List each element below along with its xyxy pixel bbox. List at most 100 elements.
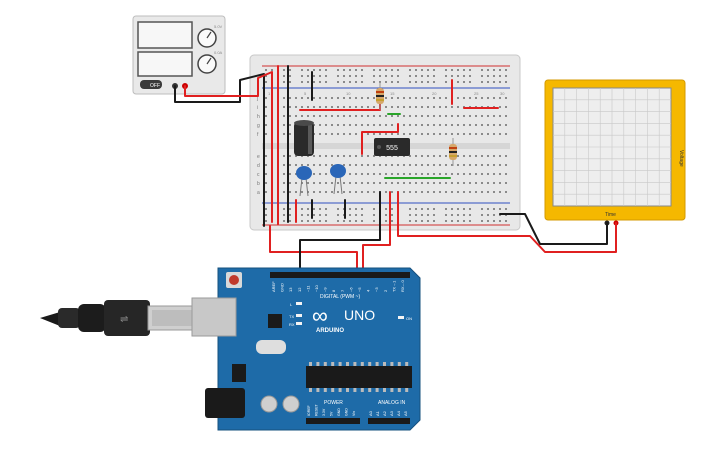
breadboard-hole[interactable] (313, 115, 315, 117)
breadboard-hole[interactable] (289, 133, 291, 135)
breadboard-hole[interactable] (331, 191, 333, 193)
breadboard-hole[interactable] (493, 191, 495, 193)
breadboard-hole[interactable] (379, 173, 381, 175)
breadboard-hole[interactable] (265, 173, 267, 175)
breadboard-hole[interactable] (313, 81, 315, 83)
breadboard-hole[interactable] (319, 124, 321, 126)
breadboard-hole[interactable] (313, 106, 315, 108)
breadboard-hole[interactable] (505, 69, 507, 71)
breadboard-hole[interactable] (433, 220, 435, 222)
breadboard-hole[interactable] (307, 214, 309, 216)
breadboard-hole[interactable] (409, 214, 411, 216)
breadboard-hole[interactable] (283, 208, 285, 210)
breadboard-hole[interactable] (331, 106, 333, 108)
breadboard-hole[interactable] (451, 191, 453, 193)
breadboard-hole[interactable] (361, 69, 363, 71)
breadboard-hole[interactable] (445, 182, 447, 184)
breadboard-hole[interactable] (433, 182, 435, 184)
breadboard-hole[interactable] (457, 191, 459, 193)
breadboard-hole[interactable] (283, 220, 285, 222)
breadboard-hole[interactable] (391, 69, 393, 71)
breadboard-hole[interactable] (481, 97, 483, 99)
breadboard-hole[interactable] (403, 191, 405, 193)
breadboard-hole[interactable] (349, 124, 351, 126)
breadboard-hole[interactable] (499, 164, 501, 166)
breadboard-hole[interactable] (319, 164, 321, 166)
breadboard-hole[interactable] (283, 173, 285, 175)
breadboard-hole[interactable] (289, 191, 291, 193)
breadboard-hole[interactable] (487, 81, 489, 83)
breadboard-hole[interactable] (493, 124, 495, 126)
breadboard-hole[interactable] (505, 220, 507, 222)
breadboard-hole[interactable] (361, 173, 363, 175)
breadboard-hole[interactable] (421, 133, 423, 135)
breadboard-hole[interactable] (439, 115, 441, 117)
breadboard-hole[interactable] (361, 155, 363, 157)
breadboard-hole[interactable] (343, 81, 345, 83)
breadboard-hole[interactable] (307, 97, 309, 99)
breadboard-hole[interactable] (427, 97, 429, 99)
breadboard-hole[interactable] (499, 97, 501, 99)
breadboard-hole[interactable] (361, 220, 363, 222)
breadboard-hole[interactable] (283, 214, 285, 216)
breadboard-hole[interactable] (421, 220, 423, 222)
breadboard-hole[interactable] (385, 106, 387, 108)
breadboard-hole[interactable] (373, 164, 375, 166)
breadboard-hole[interactable] (319, 208, 321, 210)
breadboard-hole[interactable] (313, 75, 315, 77)
breadboard-hole[interactable] (421, 155, 423, 157)
breadboard-hole[interactable] (313, 164, 315, 166)
breadboard-hole[interactable] (481, 191, 483, 193)
breadboard-hole[interactable] (451, 75, 453, 77)
breadboard-hole[interactable] (379, 133, 381, 135)
breadboard-hole[interactable] (463, 155, 465, 157)
breadboard-hole[interactable] (493, 182, 495, 184)
breadboard-hole[interactable] (409, 133, 411, 135)
breadboard-hole[interactable] (415, 97, 417, 99)
breadboard-hole[interactable] (463, 75, 465, 77)
usb-port[interactable] (191, 297, 237, 337)
breadboard-hole[interactable] (289, 182, 291, 184)
breadboard-hole[interactable] (373, 208, 375, 210)
breadboard-hole[interactable] (331, 133, 333, 135)
breadboard-hole[interactable] (433, 191, 435, 193)
breadboard-hole[interactable] (313, 173, 315, 175)
breadboard-hole[interactable] (289, 155, 291, 157)
digital-header[interactable] (270, 272, 410, 278)
breadboard-hole[interactable] (427, 69, 429, 71)
breadboard-hole[interactable] (271, 69, 273, 71)
breadboard-hole[interactable] (427, 81, 429, 83)
breadboard-hole[interactable] (487, 208, 489, 210)
breadboard-hole[interactable] (349, 173, 351, 175)
breadboard-hole[interactable] (373, 81, 375, 83)
breadboard-hole[interactable] (391, 191, 393, 193)
breadboard-hole[interactable] (385, 164, 387, 166)
breadboard-hole[interactable] (391, 124, 393, 126)
breadboard-hole[interactable] (403, 173, 405, 175)
breadboard-hole[interactable] (427, 124, 429, 126)
breadboard-hole[interactable] (421, 182, 423, 184)
breadboard-hole[interactable] (337, 115, 339, 117)
breadboard-hole[interactable] (337, 191, 339, 193)
breadboard-hole[interactable] (451, 133, 453, 135)
breadboard-hole[interactable] (337, 106, 339, 108)
breadboard-hole[interactable] (331, 97, 333, 99)
wire-scope-signal[interactable] (397, 191, 617, 253)
breadboard-hole[interactable] (319, 97, 321, 99)
breadboard-hole[interactable] (385, 220, 387, 222)
breadboard-hole[interactable] (457, 81, 459, 83)
breadboard-hole[interactable] (493, 173, 495, 175)
breadboard-hole[interactable] (367, 97, 369, 99)
breadboard-hole[interactable] (325, 214, 327, 216)
breadboard-hole[interactable] (427, 106, 429, 108)
breadboard-hole[interactable] (433, 133, 435, 135)
breadboard-hole[interactable] (343, 97, 345, 99)
breadboard-hole[interactable] (373, 214, 375, 216)
breadboard-hole[interactable] (415, 208, 417, 210)
breadboard-hole[interactable] (445, 133, 447, 135)
breadboard-hole[interactable] (409, 75, 411, 77)
breadboard-hole[interactable] (415, 220, 417, 222)
breadboard-hole[interactable] (337, 81, 339, 83)
breadboard-hole[interactable] (409, 182, 411, 184)
breadboard-hole[interactable] (457, 97, 459, 99)
